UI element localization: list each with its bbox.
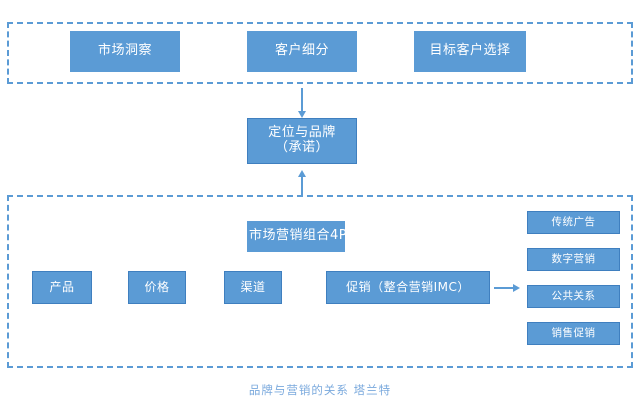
strategy-to-positioning-arrow-head	[298, 111, 306, 118]
diagram-caption: 品牌与营销的关系 塔兰特	[248, 383, 392, 397]
node-product[interactable]: 产品	[32, 271, 92, 304]
node-price-label: 价格	[144, 279, 170, 294]
mix-to-positioning-arrow-line	[301, 176, 303, 196]
node-channel-label: 渠道	[240, 279, 266, 294]
strategy-to-positioning-arrow-line	[301, 88, 303, 112]
promotion-to-channels-arrow-line	[494, 287, 514, 289]
node-positioning-brand[interactable]: 定位与品牌 （承诺）	[247, 118, 357, 164]
node-sales-promotion-label: 销售促销	[551, 327, 596, 340]
node-positioning-brand-line2: （承诺）	[274, 140, 329, 155]
node-target-customer-selection-label: 目标客户选择	[429, 43, 511, 59]
node-marketing-mix-4p[interactable]: 市场营销组合4P	[247, 221, 348, 252]
marketing-mix-region	[7, 195, 633, 368]
node-customer-segmentation-label: 客户细分	[274, 43, 329, 59]
promotion-to-channels-arrow-head	[513, 284, 520, 292]
node-digital-marketing-label: 数字营销	[551, 253, 596, 266]
node-product-label: 产品	[49, 279, 75, 294]
node-positioning-brand-line1: 定位与品牌	[268, 125, 336, 141]
node-digital-marketing[interactable]: 数字营销	[527, 248, 620, 271]
node-sales-promotion[interactable]: 销售促销	[527, 322, 620, 345]
mix-to-positioning-arrow-head	[298, 170, 306, 177]
node-market-insight[interactable]: 市场洞察	[70, 31, 180, 72]
node-promotion-imc-label: 促销（整合营销IMC）	[346, 279, 470, 294]
strategy-region	[7, 22, 633, 84]
node-public-relations-label: 公共关系	[551, 290, 596, 303]
node-market-insight-label: 市场洞察	[97, 43, 152, 59]
node-public-relations[interactable]: 公共关系	[527, 285, 620, 308]
node-marketing-mix-4p-label: 市场营销组合4P	[249, 228, 348, 244]
node-traditional-advertising-label: 传统广告	[551, 216, 596, 229]
node-traditional-advertising[interactable]: 传统广告	[527, 211, 620, 234]
node-promotion-imc[interactable]: 促销（整合营销IMC）	[326, 271, 490, 304]
node-target-customer-selection[interactable]: 目标客户选择	[414, 31, 526, 72]
node-channel[interactable]: 渠道	[224, 271, 282, 304]
node-customer-segmentation[interactable]: 客户细分	[247, 31, 357, 72]
node-price[interactable]: 价格	[128, 271, 186, 304]
